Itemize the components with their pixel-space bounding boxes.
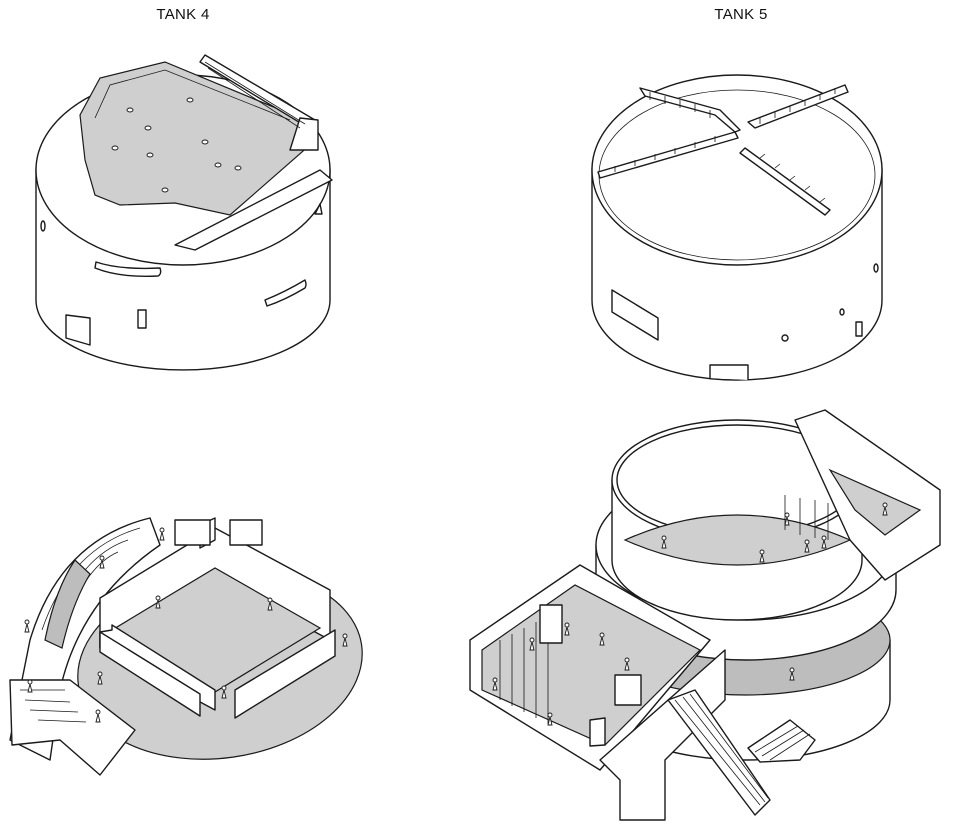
tank-5-section-drawing	[469, 409, 941, 821]
tank-5-label: TANK 5	[714, 6, 768, 23]
tank-5-exterior-drawing	[591, 74, 883, 381]
tank-4-label: TANK 4	[156, 6, 210, 23]
terrace-trees	[111, 97, 242, 193]
tank-4-section-drawing	[9, 517, 363, 776]
tank-4-exterior-drawing	[35, 54, 333, 371]
tank-4-section-figures	[24, 527, 348, 723]
tank-5-section-figures	[492, 502, 888, 726]
